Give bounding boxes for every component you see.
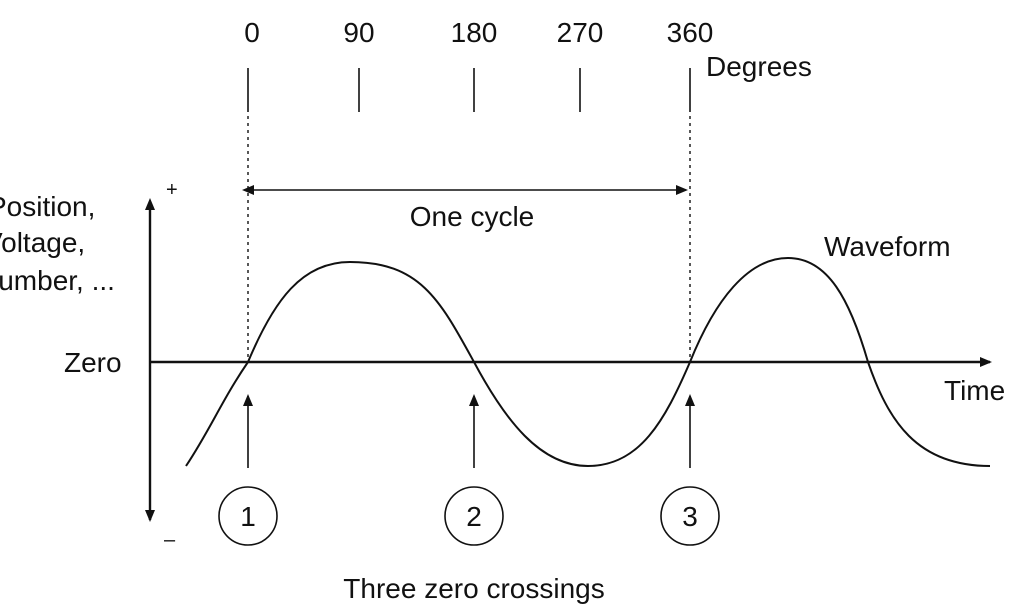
y-axis-label-voltage: Voltage, — [0, 227, 85, 258]
degrees-unit-label: Degrees — [706, 51, 812, 82]
y-axis-plus-label: + — [166, 179, 178, 201]
crossing-marker-circle-2 — [444, 486, 504, 546]
waveform-label: Waveform — [824, 231, 951, 262]
y-axis-minus-label: – — [164, 529, 176, 551]
waveform-curve — [185, 256, 991, 468]
crossing-marker-1: 1 — [240, 501, 256, 532]
degree-tick-label-0: 0 — [244, 17, 260, 48]
time-label: Time — [944, 375, 1005, 406]
one-cycle-label: One cycle — [410, 201, 535, 232]
zero-crossings-caption: Three zero crossings — [343, 573, 604, 604]
degree-tick-label-360: 360 — [667, 17, 714, 48]
crossing-marker-2: 2 — [466, 501, 482, 532]
crossing-marker-circle-1 — [218, 486, 278, 546]
zero-label: Zero — [64, 347, 122, 378]
y-axis-label-position: Position, — [0, 191, 95, 222]
degree-tick-label-180: 180 — [451, 17, 498, 48]
degree-tick-label-270: 270 — [557, 17, 604, 48]
crossing-marker-3: 3 — [682, 501, 698, 532]
degree-tick-label-90: 90 — [343, 17, 374, 48]
y-axis-label-number: Number, ... — [0, 265, 115, 296]
crossing-marker-circle-3 — [660, 486, 720, 546]
